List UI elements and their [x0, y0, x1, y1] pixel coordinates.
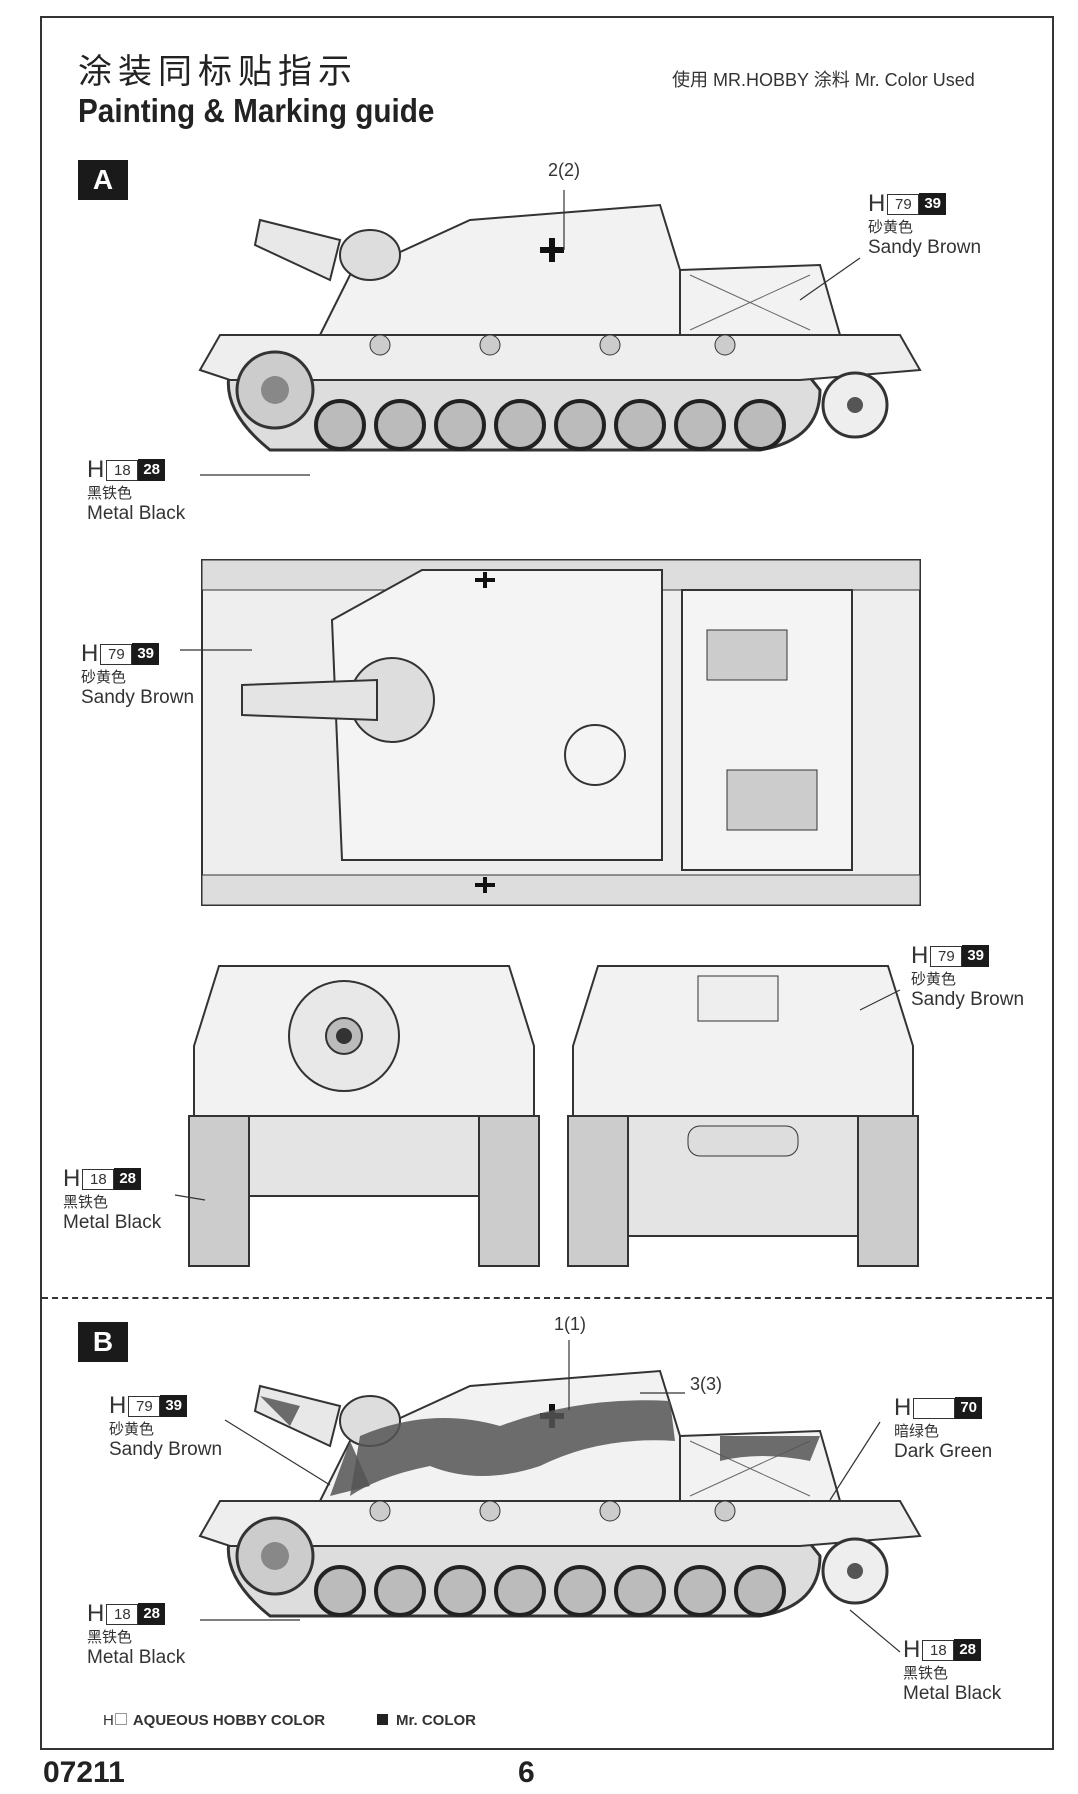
side-view-a [200, 205, 920, 450]
legend-h: H [103, 1712, 114, 1729]
title-english: Painting & Marking guide [78, 92, 435, 129]
mr-code: 28 [138, 1603, 166, 1626]
h-label: H [109, 1392, 127, 1419]
color-name-en: Dark Green [894, 1440, 993, 1462]
h-label: H [868, 190, 886, 217]
decal-number: 3(3) [690, 1374, 723, 1394]
top-view-a [201, 559, 921, 906]
mr-code: 70 [955, 1397, 983, 1420]
paint-used-note: 使用 MR.HOBBY 涂料 Mr. Color Used [672, 70, 975, 90]
empty-square-icon [114, 1713, 127, 1725]
h-label: H [87, 456, 105, 483]
decal-number: 2(2) [548, 160, 581, 180]
filled-square-icon [377, 1714, 388, 1725]
color-name-cn: 暗绿色 [894, 1422, 940, 1440]
mr-code: 28 [138, 459, 166, 482]
color-name-en: Sandy Brown [911, 988, 1025, 1010]
scheme-b-badge: B [78, 1322, 128, 1362]
h-label: H [894, 1394, 912, 1421]
color-name-cn: 黑铁色 [87, 484, 133, 502]
aqueous-code: 18 [106, 1603, 139, 1625]
aqueous-code: 18 [82, 1168, 115, 1190]
leader-lines [174, 190, 901, 1653]
mr-code: 39 [160, 1395, 188, 1418]
h-label: H [63, 1165, 81, 1192]
front-view-a [188, 965, 540, 1267]
title-chinese: 涂装同标贴指示 [78, 53, 358, 91]
color-name-en: Sandy Brown [868, 236, 982, 258]
aqueous-code: 79 [100, 643, 133, 665]
color-name-en: Sandy Brown [109, 1438, 223, 1460]
legend-aqueous: H AQUEOUS HOBBY COLOR [103, 1712, 325, 1729]
color-name-cn: 砂黄色 [109, 1420, 155, 1438]
color-name-cn: 砂黄色 [81, 668, 127, 686]
product-code: 07211 [43, 1756, 125, 1789]
aqueous-code: 79 [128, 1395, 161, 1417]
page-frame [40, 16, 1054, 1750]
color-name-cn: 砂黄色 [911, 970, 957, 988]
page-number: 6 [518, 1756, 535, 1789]
legend-mr-label: Mr. COLOR [396, 1712, 477, 1729]
color-name-cn: 黑铁色 [903, 1664, 949, 1682]
color-name-en: Sandy Brown [81, 686, 195, 708]
h-label: H [81, 640, 99, 667]
color-name-cn: 黑铁色 [63, 1193, 109, 1211]
side-view-b [200, 1371, 920, 1616]
paint-callout: H 70 暗绿色 Dark Green [894, 1394, 992, 1464]
h-label: H [87, 1600, 105, 1627]
h-label: H [903, 1636, 921, 1663]
mr-code: 28 [954, 1639, 982, 1662]
aqueous-code [913, 1397, 956, 1419]
aqueous-code: 79 [887, 193, 920, 215]
color-name-en: Metal Black [63, 1211, 162, 1233]
aqueous-code: 79 [930, 945, 963, 967]
h-label: H [911, 942, 929, 969]
scheme-a-badge: A [78, 160, 128, 200]
aqueous-code: 18 [922, 1639, 955, 1661]
legend-mr: Mr. COLOR [377, 1712, 476, 1729]
color-name-cn: 黑铁色 [87, 1628, 133, 1646]
mr-code: 39 [919, 193, 947, 216]
color-name-cn: 砂黄色 [868, 218, 914, 236]
section-divider [42, 1297, 1052, 1299]
rear-view-a [567, 965, 919, 1267]
legend-aqueous-label: AQUEOUS HOBBY COLOR [132, 1712, 326, 1729]
mr-code: 39 [962, 945, 990, 968]
color-name-en: Metal Black [903, 1682, 1002, 1704]
aqueous-code: 18 [106, 459, 139, 481]
decal-number: 1(1) [554, 1314, 587, 1334]
mr-code: 39 [132, 643, 160, 666]
color-name-en: Metal Black [87, 1646, 186, 1668]
color-name-en: Metal Black [87, 502, 186, 524]
mr-code: 28 [114, 1168, 142, 1191]
